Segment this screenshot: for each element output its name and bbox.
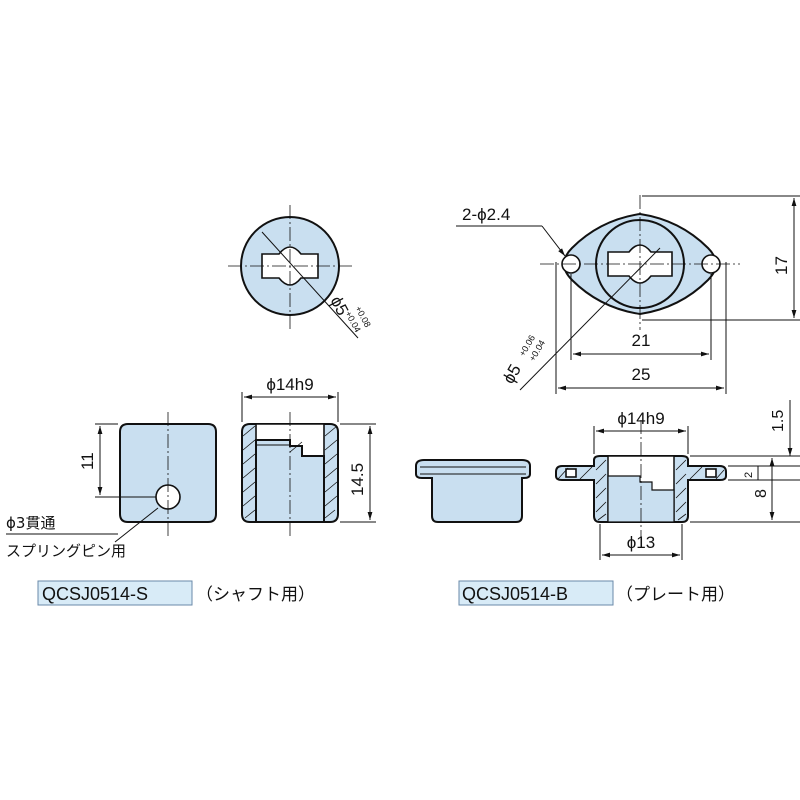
shaft-model-tag bbox=[37, 580, 193, 606]
dim-17-text: 17 bbox=[772, 256, 791, 275]
plate-bore-leader bbox=[519, 247, 661, 391]
shaft-top-view: ϕ5 +0.08 +0.04 bbox=[228, 205, 373, 339]
shaft-section-hatch bbox=[242, 425, 338, 519]
dim-21-text: 21 bbox=[632, 331, 651, 350]
plate-bore-dim: ϕ5 bbox=[499, 361, 525, 387]
dim-13-text: ϕ13 bbox=[627, 533, 655, 552]
dim-1-5-text: 1.5 bbox=[770, 410, 787, 432]
dim-8-text: 8 bbox=[753, 489, 770, 498]
dim-25-text: 25 bbox=[632, 365, 651, 384]
plate-exterior-view bbox=[415, 459, 531, 523]
shaft-side-views: 11 ϕ14h9 14.5 bbox=[78, 375, 376, 543]
plate-side-views: ϕ14h9 ϕ13 1.5 2 8 bbox=[415, 400, 800, 560]
plate-holes-note: 2-ϕ2.4 bbox=[462, 205, 510, 224]
shaft-hole-note: ϕ3貫通 bbox=[6, 514, 55, 532]
plate-use-label: （プレート用） bbox=[616, 585, 735, 605]
plate-holes-leader bbox=[541, 225, 566, 257]
plate-section-hatch bbox=[557, 459, 725, 521]
plate-model-tag bbox=[458, 580, 614, 606]
shaft-pin-leader bbox=[114, 507, 159, 543]
shaft-pin-note: スプリングピン用 bbox=[6, 542, 126, 560]
dim-p14h9-text: ϕ14h9 bbox=[617, 409, 664, 428]
shaft-top-bore-leader bbox=[261, 231, 359, 339]
plate-model-label: QCSJ0514-B bbox=[462, 584, 568, 604]
shaft-model-label: QCSJ0514-S bbox=[42, 584, 148, 604]
plate-section-hole-left bbox=[565, 468, 577, 478]
plate-top-view: 2-ϕ2.4 ϕ5 +0.06 +0.04 21 25 17 bbox=[456, 195, 800, 394]
dim-14-5-text: 14.5 bbox=[348, 463, 367, 496]
shaft-use-label: （シャフト用） bbox=[196, 585, 315, 605]
dim-11-text: 11 bbox=[78, 452, 97, 470]
dim-14h9-text: ϕ14h9 bbox=[266, 375, 313, 394]
plate-section-hole-right bbox=[705, 468, 717, 478]
dim-2-text: 2 bbox=[743, 472, 755, 478]
